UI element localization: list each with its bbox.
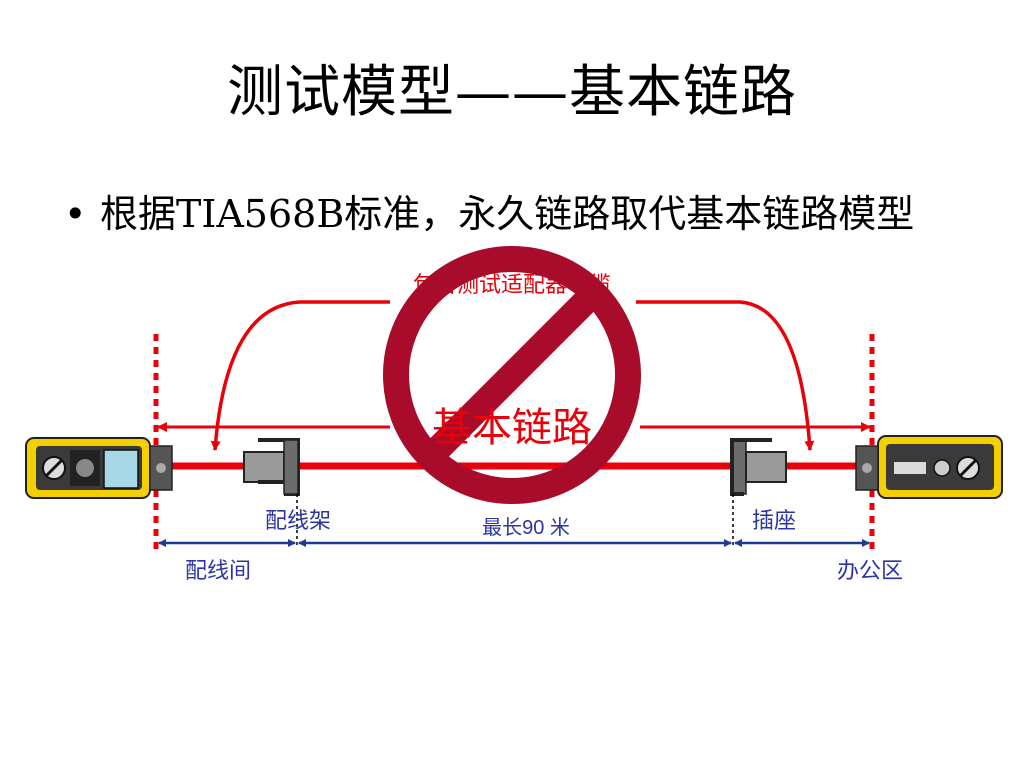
max-length-label: 最长90 米 <box>482 516 570 539</box>
patch-panel-connector-icon <box>243 438 300 496</box>
outlet-label: 插座 <box>752 508 796 533</box>
adapter-cable-arc <box>636 300 815 451</box>
patch-panel-label: 配线架 <box>265 508 331 533</box>
bullet-dot: • <box>64 192 87 236</box>
bullet-text: 根据TIA568B标准，永久链路取代基本链路模型 <box>100 192 915 236</box>
basic-link-label: 基本链路 <box>432 406 592 450</box>
adapter-cable-arc-left <box>210 300 390 451</box>
slide-title: 测试模型——基本链路 <box>227 60 797 125</box>
main-tester-icon <box>25 437 173 499</box>
bullet-item: • 根据TIA568B标准，永久链路取代基本链路模型 <box>56 188 936 240</box>
remote-tester-icon <box>855 435 1003 499</box>
bullet-list: • 根据TIA568B标准，永久链路取代基本链路模型 <box>56 188 936 240</box>
no-sign-icon <box>383 246 641 504</box>
outlet-connector-icon <box>730 438 787 496</box>
wiring-closet-label: 配线间 <box>185 558 251 583</box>
work-area-label: 办公区 <box>837 558 903 583</box>
